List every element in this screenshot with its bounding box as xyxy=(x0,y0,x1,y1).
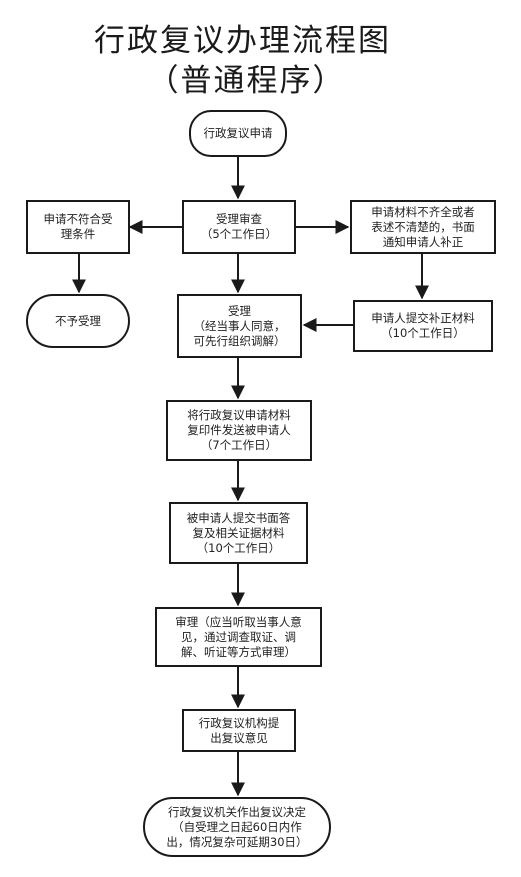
node-accept: 受理 （经当事人同意， 可先行组织调解） xyxy=(177,294,302,358)
node-hearing: 审理（应当听取当事人意 见，通过调查取证、调 解、听证等方式审理） xyxy=(155,607,322,667)
node-respondent-reply-label: 被申请人提交书面答 复及相关证据材料 （10个工作日） xyxy=(186,510,291,555)
node-incomplete: 申请材料不齐全或者 表述不清楚的，书面 通知申请人补正 xyxy=(350,200,496,254)
node-decision-label: 行政复议机关作出复议决定 （自受理之日起60日内作 出，情况复杂可延期30日） xyxy=(166,804,308,849)
diagram-title: 行政复议办理流程图 xyxy=(94,23,391,59)
node-send-copy-label: 将行政复议申请材料 复印件发送被申请人 （7个工作日） xyxy=(187,408,291,452)
node-incomplete-label: 申请材料不齐全或者 表述不清楚的，书面 通知申请人补正 xyxy=(371,204,475,249)
node-send-copy: 将行政复议申请材料 复印件发送被申请人 （7个工作日） xyxy=(166,400,312,461)
node-hearing-label: 审理（应当听取当事人意 见，通过调查取证、调 解、听证等方式审理） xyxy=(175,614,302,659)
node-respondent-reply: 被申请人提交书面答 复及相关证据材料 （10个工作日） xyxy=(169,502,308,564)
node-reject: 不予受理 xyxy=(26,294,130,348)
node-apply: 行政复议申请 xyxy=(189,110,287,157)
node-not-qualified-label: 申请不符合受 理条件 xyxy=(43,212,113,241)
node-not-qualified: 申请不符合受 理条件 xyxy=(26,200,130,254)
node-decision: 行政复议机关作出复议决定 （自受理之日起60日内作 出，情况复杂可延期30日） xyxy=(143,797,331,857)
node-accept-label: 受理 （经当事人同意， 可先行组织调解） xyxy=(193,303,286,348)
node-opinion-label: 行政复议机构提 出复议意见 xyxy=(198,715,280,745)
node-review: 受理审查 （5个工作日） xyxy=(182,200,296,254)
node-apply-label: 行政复议申请 xyxy=(203,126,273,140)
node-opinion: 行政复议机构提 出复议意见 xyxy=(182,709,296,752)
node-supplement: 申请人提交补正材料 （10个工作日） xyxy=(353,300,493,352)
node-review-label: 受理审查 （5个工作日） xyxy=(200,212,278,241)
node-supplement-label: 申请人提交补正材料 （10个工作日） xyxy=(371,311,475,340)
diagram-subtitle: （普通程序） xyxy=(147,63,346,99)
node-reject-label: 不予受理 xyxy=(55,313,101,328)
